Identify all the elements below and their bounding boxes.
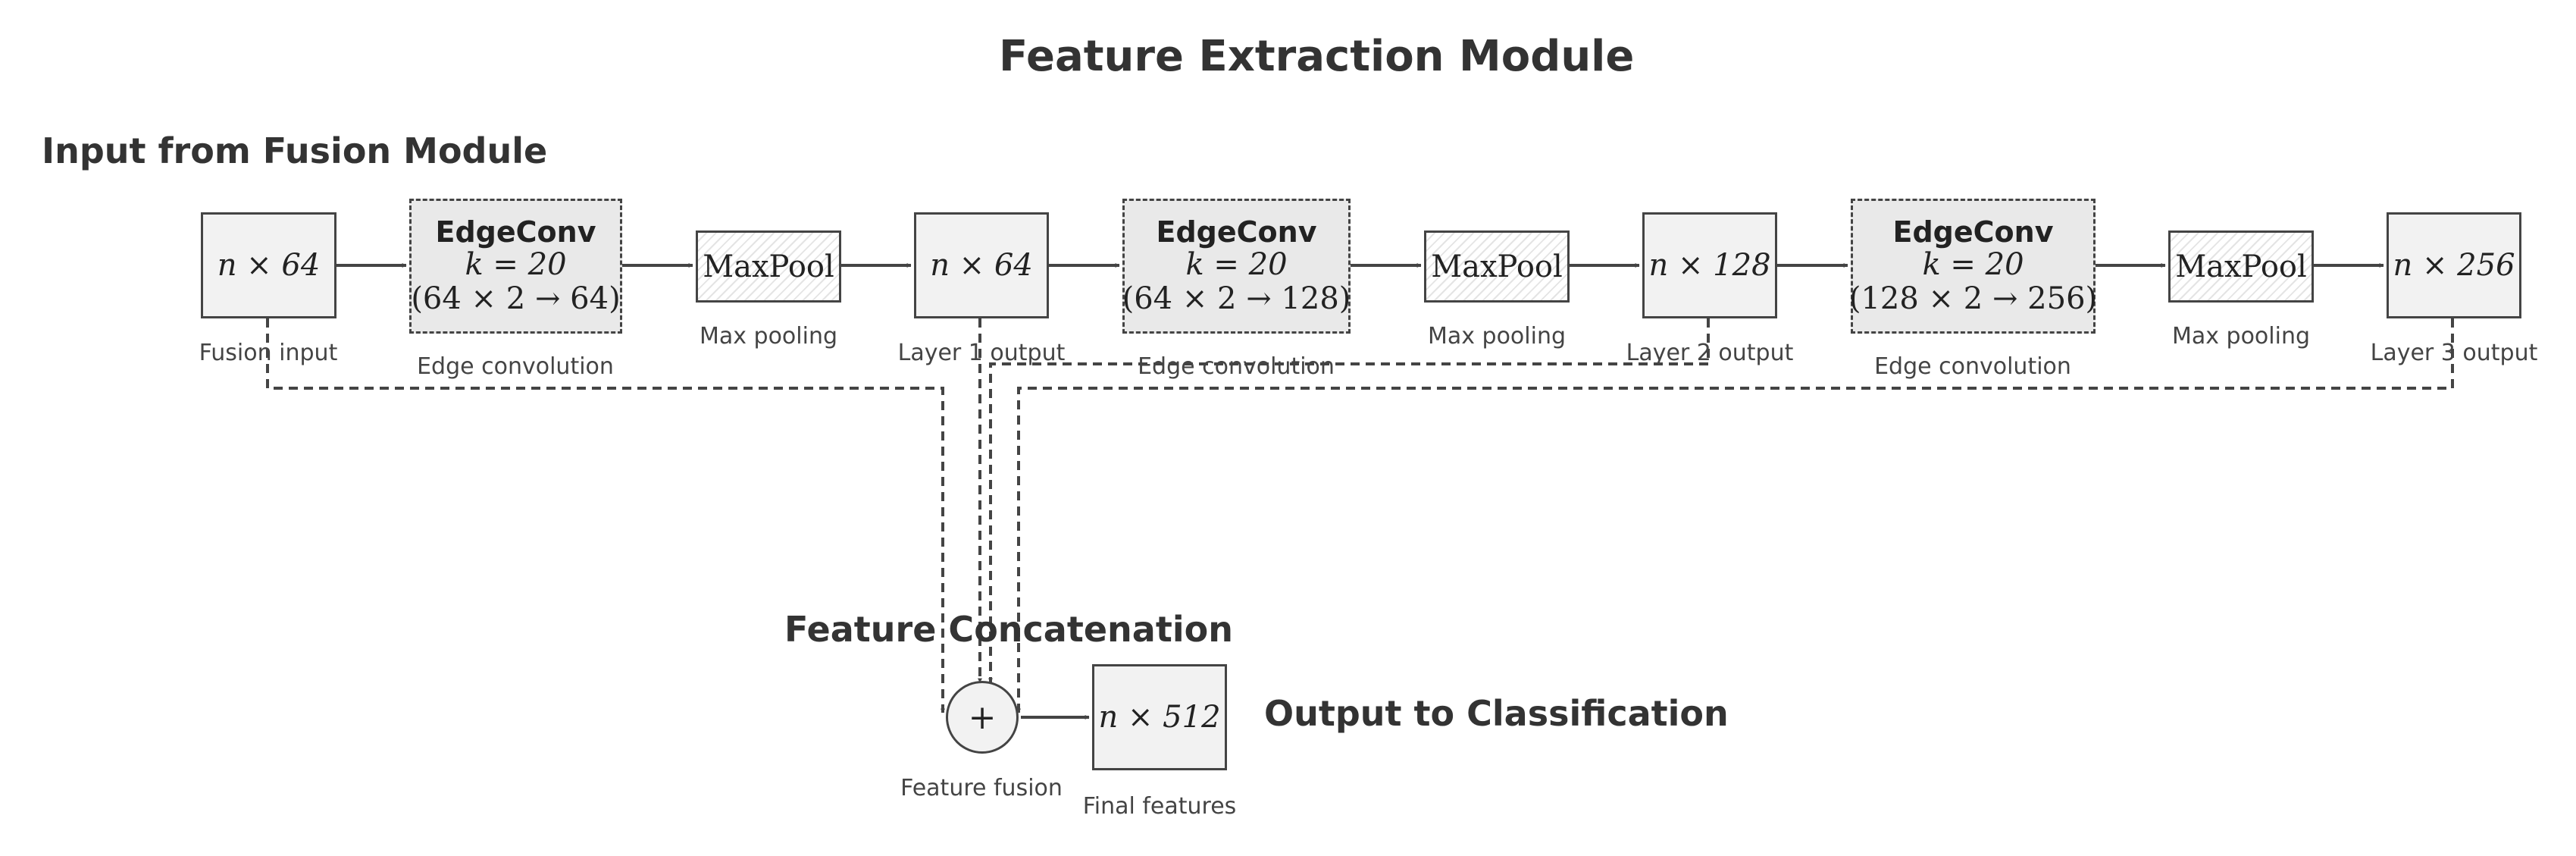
edgeconv1-caption: Edge convolution [417, 353, 614, 380]
edgeconv2-node: EdgeConv k = 20 (64 × 2 → 128) [1122, 199, 1351, 334]
edgeconv3-caption: Edge convolution [1874, 353, 2071, 380]
input-node: n × 64 [201, 212, 336, 318]
edgeconv2-title: EdgeConv [1156, 215, 1317, 249]
edgeconv2-k: k = 20 [1185, 247, 1288, 283]
input-node-caption: Fusion input [199, 340, 338, 366]
maxpool1-caption: Max pooling [699, 323, 838, 350]
maxpool2-caption: Max pooling [1427, 323, 1567, 350]
layer1-caption: Layer 1 output [897, 340, 1066, 366]
skip-layer2-to-fusion [988, 318, 1710, 683]
maxpool3-caption: Max pooling [2171, 323, 2311, 350]
concat-section-label: Feature Concatenation [784, 609, 1233, 650]
edgeconv1-k: k = 20 [465, 247, 567, 283]
maxpool3-node: MaxPool [2168, 230, 2314, 303]
input-node-dims: n × 64 [217, 248, 321, 283]
edgeconv2-dims: (64 × 2 → 128) [1122, 281, 1351, 317]
layer1-node: n × 64 [914, 212, 1049, 318]
plus-icon: + [968, 698, 997, 737]
fusion-node: + [946, 681, 1019, 754]
edgeconv1-node: EdgeConv k = 20 (64 × 2 → 64) [409, 199, 622, 334]
layer3-caption: Layer 3 output [2370, 340, 2538, 366]
edgeconv1-dims: (64 × 2 → 64) [411, 281, 621, 317]
fusion-caption: Feature fusion [900, 775, 1063, 801]
layer3-node-dims: n × 256 [2393, 248, 2515, 283]
output-section-label: Output to Classification [1264, 693, 1729, 734]
edgeconv3-dims: (128 × 2 → 256) [1848, 281, 2098, 317]
maxpool2-node: MaxPool [1424, 230, 1570, 303]
input-section-label: Input from Fusion Module [42, 130, 548, 171]
maxpool1-label: MaxPool [703, 249, 834, 284]
final-node: n × 512 [1092, 664, 1227, 770]
maxpool3-label: MaxPool [2175, 249, 2307, 284]
layer3-node: n × 256 [2387, 212, 2521, 318]
layer2-node: n × 128 [1642, 212, 1777, 318]
edgeconv3-k: k = 20 [1922, 247, 2024, 283]
edgeconv3-node: EdgeConv k = 20 (128 × 2 → 256) [1848, 199, 2098, 334]
maxpool1-node: MaxPool [696, 230, 841, 303]
skip-input-to-fusion [266, 318, 945, 713]
maxpool2-label: MaxPool [1431, 249, 1563, 284]
layer1-node-dims: n × 64 [930, 248, 1033, 283]
final-caption: Final features [1082, 793, 1237, 820]
edgeconv3-title: EdgeConv [1892, 215, 2054, 249]
edgeconv1-title: EdgeConv [435, 215, 596, 249]
layer2-caption: Layer 2 output [1626, 340, 1794, 366]
edgeconv2-caption: Edge convolution [1138, 353, 1335, 380]
diagram-title: Feature Extraction Module [999, 32, 1635, 81]
final-node-dims: n × 512 [1098, 700, 1221, 735]
layer2-node-dims: n × 128 [1648, 248, 1771, 283]
skip-layer3-to-fusion [1016, 318, 2454, 713]
